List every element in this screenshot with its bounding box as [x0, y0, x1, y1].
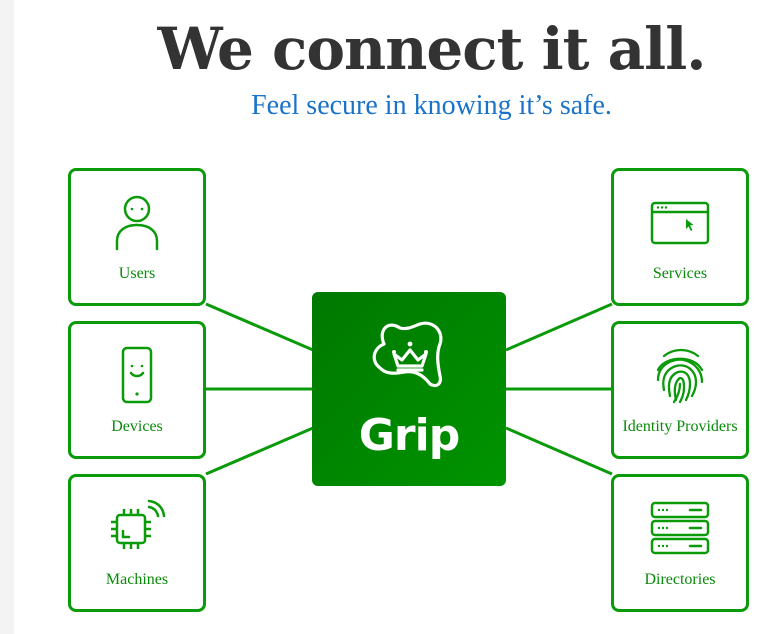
node-identity-providers: Identity Providers [611, 321, 749, 459]
server-stack-icon [614, 499, 746, 559]
browser-window-icon [614, 193, 746, 253]
user-icon [71, 193, 203, 253]
page-subtitle: Feel secure in knowing it’s safe. [251, 90, 612, 121]
node-label: Identity Providers [622, 418, 738, 435]
chip-icon [71, 499, 203, 559]
node-services: Services [611, 168, 749, 306]
connector-machines [205, 426, 314, 476]
crown-logo-icon [312, 314, 506, 404]
smartphone-icon [71, 346, 203, 406]
grip-hub: Grip [312, 292, 506, 486]
hub-brand: Grip [358, 410, 460, 461]
page-title: We connect it all. [157, 15, 707, 83]
node-label: Users [118, 265, 156, 282]
node-label: Machines [105, 571, 169, 588]
fingerprint-icon [614, 346, 746, 406]
left-gutter [0, 0, 14, 634]
node-label: Devices [111, 418, 163, 435]
node-label: Services [652, 265, 708, 282]
node-label: Directories [644, 571, 716, 588]
node-directories: Directories [611, 474, 749, 612]
connector-services [505, 302, 613, 352]
node-users: Users [68, 168, 206, 306]
node-devices: Devices [68, 321, 206, 459]
connector-users [205, 302, 314, 352]
node-machines: Machines [68, 474, 206, 612]
connector-directories [505, 426, 613, 476]
